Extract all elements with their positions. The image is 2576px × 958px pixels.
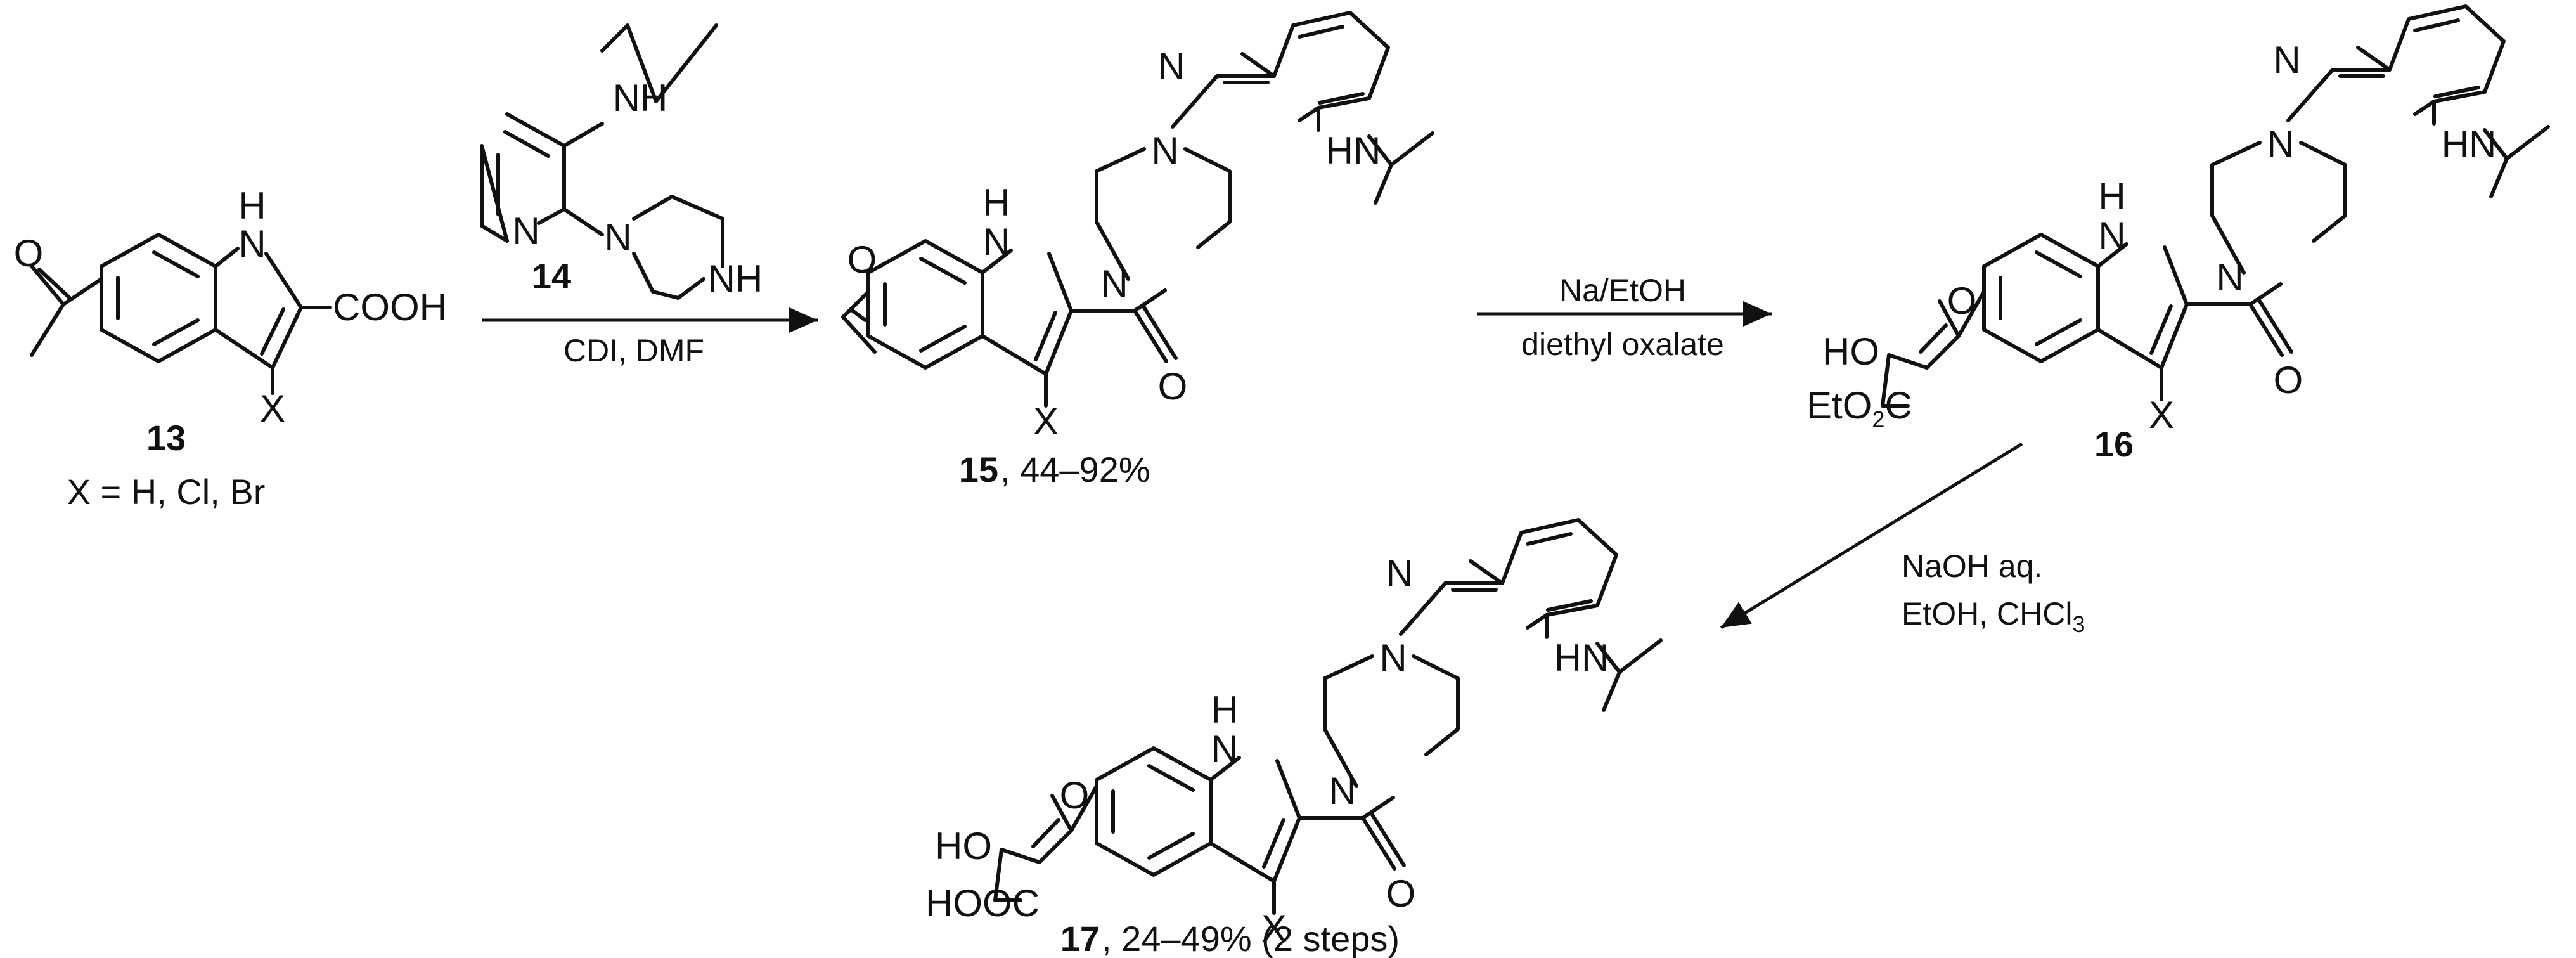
compound-number-17: 17 bbox=[1060, 919, 1100, 958]
compound-14: NH N N NH 14 bbox=[480, 23, 763, 300]
atom-o: O bbox=[1947, 280, 1977, 322]
compound-15: O 15 , 44–92% bbox=[841, 13, 1433, 489]
condition-cdi-dmf: CDI, DMF bbox=[564, 333, 704, 368]
condition-etoh-chcl3: EtOH, CHCl3 bbox=[1902, 596, 2085, 637]
condition-naoh: NaOH aq. bbox=[1902, 548, 2042, 584]
atom-n: N bbox=[238, 223, 266, 265]
condition-na-etoh: Na/EtOH bbox=[1559, 273, 1686, 308]
ester-label: EtO2C bbox=[1806, 384, 1912, 432]
atom-nh: NH bbox=[708, 257, 763, 300]
atom-n: N bbox=[512, 210, 539, 252]
atom-o: O bbox=[14, 232, 44, 275]
compound-17: O HO HOOC 17 , 24–49% (2 steps) bbox=[925, 520, 1661, 958]
compound-number-15: 15 bbox=[959, 450, 998, 489]
atom-h: H bbox=[238, 184, 266, 227]
compound-number-13: 13 bbox=[146, 418, 186, 458]
compound-16: O HO EtO2C 16 bbox=[1806, 6, 2548, 464]
atom-n: N bbox=[604, 216, 631, 259]
reaction-arrow-1: CDI, DMF bbox=[482, 307, 818, 368]
ho-label: HO bbox=[935, 825, 992, 867]
compound-number-16: 16 bbox=[2094, 424, 2134, 464]
yield-17: , 24–49% (2 steps) bbox=[1102, 919, 1400, 958]
substituent-x: X bbox=[260, 387, 285, 430]
atom-nh: NH bbox=[613, 77, 668, 119]
compound-13: N H COOH X O 13 X = H, Cl, Br bbox=[14, 184, 447, 512]
condition-diethyl-oxalate: diethyl oxalate bbox=[1521, 327, 1724, 362]
cooh-label: COOH bbox=[333, 286, 447, 328]
hooc-label: HOOC bbox=[925, 882, 1040, 924]
yield-15: , 44–92% bbox=[1000, 450, 1150, 489]
atom-o: O bbox=[1060, 774, 1090, 817]
reaction-arrow-2: Na/EtOH diethyl oxalate bbox=[1477, 273, 1772, 362]
reaction-arrow-3: NaOH aq. EtOH, CHCl3 bbox=[1720, 442, 2085, 637]
x-definition: X = H, Cl, Br bbox=[67, 472, 266, 512]
atom-o: O bbox=[847, 238, 877, 281]
ho-label: HO bbox=[1822, 330, 1879, 373]
compound-number-14: 14 bbox=[532, 256, 571, 296]
